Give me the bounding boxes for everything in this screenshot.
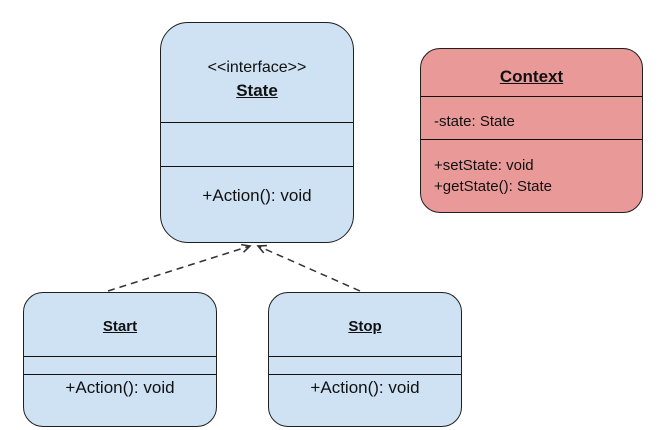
attribute-label: -state: State: [434, 112, 515, 130]
class-header: <<interface>> State: [161, 23, 353, 122]
method-label: +Action(): void: [310, 378, 420, 397]
dashed-arrow-stop-to-state: [256, 244, 361, 292]
attributes-section: [161, 122, 353, 166]
class-box-stop: Stop +Action(): void: [268, 292, 462, 427]
method-label: +getState(): State: [434, 178, 552, 195]
methods-section: +Action(): void: [24, 374, 216, 426]
stereotype-label: <<interface>>: [207, 58, 307, 76]
class-header: Stop: [269, 293, 461, 356]
method-label: +Action(): void: [65, 378, 175, 397]
dashed-arrow-start-to-state: [107, 243, 252, 292]
class-name-state: State: [236, 80, 278, 100]
class-box-state: <<interface>> State +Action(): void: [160, 22, 354, 243]
method-label: +setState: void: [434, 157, 534, 174]
methods-section: +Action(): void: [269, 374, 461, 426]
class-name-stop: Stop: [348, 318, 382, 335]
attributes-section: [24, 356, 216, 374]
methods-section: +Action(): void: [161, 166, 353, 242]
class-box-context: Context -state: State +setState: void +g…: [420, 48, 643, 213]
attributes-section: -state: State: [421, 96, 642, 139]
class-box-start: Start +Action(): void: [23, 292, 217, 427]
methods-section: +setState: void +getState(): State: [421, 139, 642, 212]
class-name-context: Context: [499, 66, 564, 86]
attributes-section: [269, 356, 461, 374]
class-header: Context: [421, 49, 642, 96]
class-header: Start: [24, 293, 216, 356]
class-name-start: Start: [102, 318, 138, 335]
method-label: +Action(): void: [202, 185, 312, 205]
